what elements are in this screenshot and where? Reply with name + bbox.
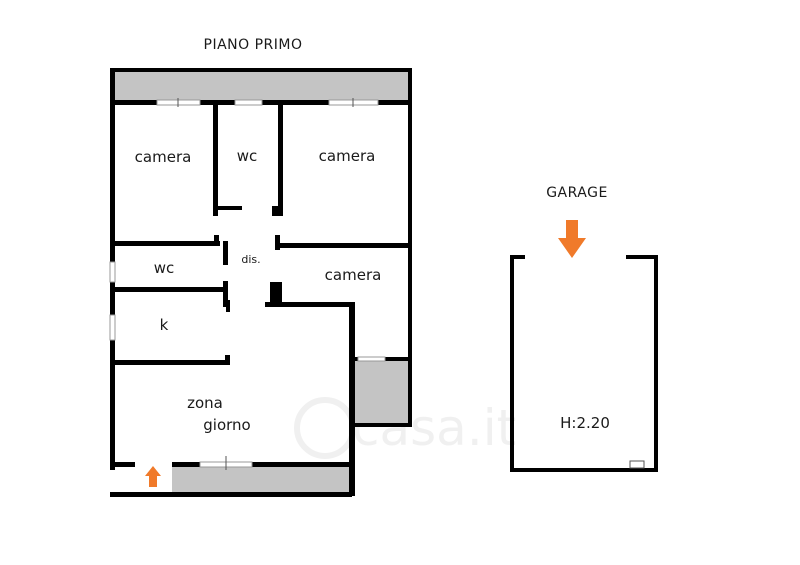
- room-label-wc: wc: [237, 147, 258, 165]
- garage-title: GARAGE: [546, 185, 608, 201]
- room-label-camera: camera: [319, 147, 376, 165]
- room-label-zona: zona: [187, 394, 223, 412]
- garage-walls: [510, 255, 658, 472]
- room-label-giorno: giorno: [203, 416, 250, 434]
- garage-height-label: H:2.20: [560, 414, 610, 432]
- balcony-top: [113, 72, 410, 101]
- garage-entrance-arrow-icon: [558, 220, 586, 258]
- room-label-kitchen: k: [160, 316, 169, 334]
- balcony-bottom: [172, 466, 350, 493]
- room-label-wc: wc: [154, 259, 175, 277]
- room-label-camera: camera: [135, 148, 192, 166]
- room-label-camera: camera: [325, 266, 382, 284]
- plan-title: PIANO PRIMO: [204, 37, 303, 53]
- windows: [109, 98, 386, 470]
- balcony-right: [355, 361, 410, 425]
- entrance-arrow-icon: [145, 466, 161, 487]
- room-label-dis: dis.: [241, 253, 260, 266]
